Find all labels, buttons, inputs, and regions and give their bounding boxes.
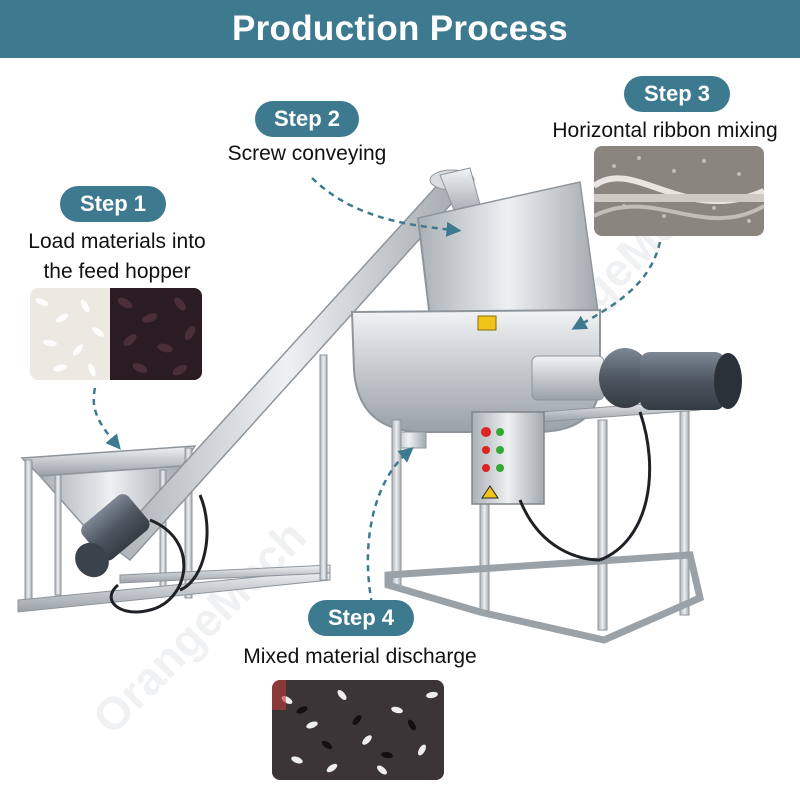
step4-description: Mixed material discharge <box>243 645 477 668</box>
step2-badge: Step 2 <box>255 101 359 137</box>
step4-discharge-photo <box>272 680 444 780</box>
step3-mixing-photo <box>594 146 764 236</box>
control-box <box>471 411 545 505</box>
step1-description-line1: Load materials into <box>28 230 206 253</box>
step1-description-line2: the feed hopper <box>43 260 191 283</box>
step1-material-photo <box>30 288 202 380</box>
step2-description: Screw conveying <box>227 142 387 165</box>
step3-description: Horizontal ribbon mixing <box>552 119 778 142</box>
step1-badge: Step 1 <box>60 186 166 222</box>
ribbon-mixing-image <box>594 146 764 236</box>
step1-description: Load materials into the feed hopper <box>6 227 228 287</box>
rice-grains-image <box>30 288 202 380</box>
gear-motor <box>518 348 742 562</box>
feed-hopper <box>17 354 331 613</box>
page-header: Production Process <box>0 0 800 58</box>
step4-badge: Step 4 <box>308 600 414 636</box>
page-title: Production Process <box>231 9 569 48</box>
mixed-material-image <box>272 680 444 780</box>
step3-badge: Step 3 <box>624 76 730 112</box>
